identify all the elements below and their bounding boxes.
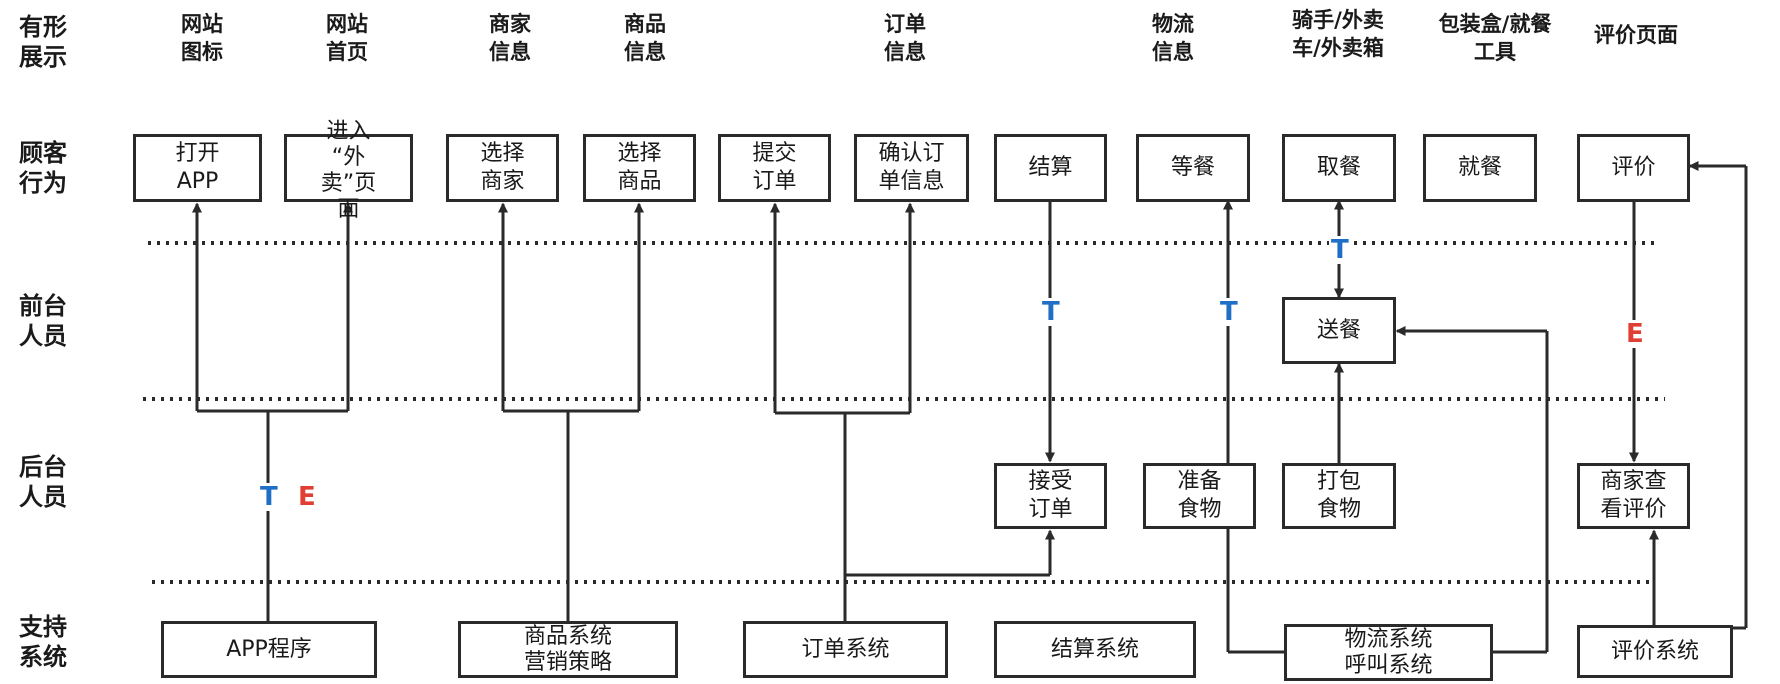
connector-review-system-review bbox=[1688, 161, 1748, 630]
row-label-customer: 顾客 行为 bbox=[19, 139, 67, 197]
header-rider: 骑手/外卖 车/外卖箱 bbox=[1292, 8, 1384, 60]
marker-e-review: E bbox=[1624, 319, 1646, 349]
header-review-page: 评价页面 bbox=[1594, 23, 1678, 47]
front-deliver: 送餐 bbox=[1282, 297, 1396, 364]
row-label-back-stage: 后台 人员 bbox=[19, 453, 67, 511]
action-confirm-order: 确认订 单信息 bbox=[854, 134, 969, 202]
action-open-app: 打开 APP bbox=[133, 134, 262, 202]
back-pack-food: 打包 食物 bbox=[1282, 463, 1396, 529]
connector-order-system bbox=[770, 202, 1055, 621]
header-order-info: 订单 信息 bbox=[884, 12, 926, 64]
header-logistics-info: 物流 信息 bbox=[1152, 12, 1194, 64]
marker-t-app: T bbox=[258, 482, 280, 512]
back-merchant-view-review: 商家查 看评价 bbox=[1577, 463, 1690, 529]
marker-e-app: E bbox=[296, 482, 318, 512]
marker-t-pickup: T bbox=[1329, 235, 1351, 265]
action-dine: 就餐 bbox=[1423, 134, 1537, 202]
row-label-support: 支持 系统 bbox=[19, 613, 67, 671]
header-packaging: 包装盒/就餐 工具 bbox=[1438, 12, 1552, 64]
action-enter-page: 进入 “外 卖”页 面 bbox=[284, 119, 413, 222]
action-choose-product: 选择 商品 bbox=[583, 134, 696, 202]
action-review: 评价 bbox=[1577, 134, 1690, 202]
row-label-tangible: 有形 展示 bbox=[19, 13, 67, 71]
action-submit-order: 提交 订单 bbox=[718, 134, 831, 202]
connector-logistics-wait bbox=[1223, 199, 1284, 654]
header-site-icon: 网站 图标 bbox=[181, 12, 223, 64]
support-app-program: APP程序 bbox=[161, 621, 377, 678]
support-product-system: 商品系统 营销策略 bbox=[458, 621, 678, 678]
row-label-front-stage: 前台 人员 bbox=[19, 292, 67, 350]
action-checkout: 结算 bbox=[994, 134, 1107, 202]
back-prepare-food: 准备 食物 bbox=[1143, 463, 1256, 529]
back-accept-order: 接受 订单 bbox=[994, 463, 1107, 529]
support-order-system: 订单系统 bbox=[743, 621, 948, 678]
header-product-info: 商品 信息 bbox=[624, 12, 666, 64]
connector-product-system bbox=[498, 202, 644, 621]
support-review-system: 评价系统 bbox=[1577, 625, 1733, 678]
header-homepage: 网站 首页 bbox=[326, 12, 368, 64]
header-merchant-info: 商家 信息 bbox=[489, 12, 531, 64]
action-choose-merchant: 选择 商家 bbox=[446, 134, 559, 202]
connector-app-program bbox=[192, 202, 353, 621]
action-pickup: 取餐 bbox=[1282, 134, 1396, 202]
support-settlement-system: 结算系统 bbox=[994, 621, 1196, 678]
support-logistics-system: 物流系统 呼叫系统 bbox=[1284, 624, 1493, 681]
action-wait: 等餐 bbox=[1136, 134, 1250, 202]
connector-logistics-deliver bbox=[1395, 326, 1549, 654]
marker-t-wait: T bbox=[1218, 297, 1240, 327]
marker-t-checkout: T bbox=[1040, 297, 1062, 327]
